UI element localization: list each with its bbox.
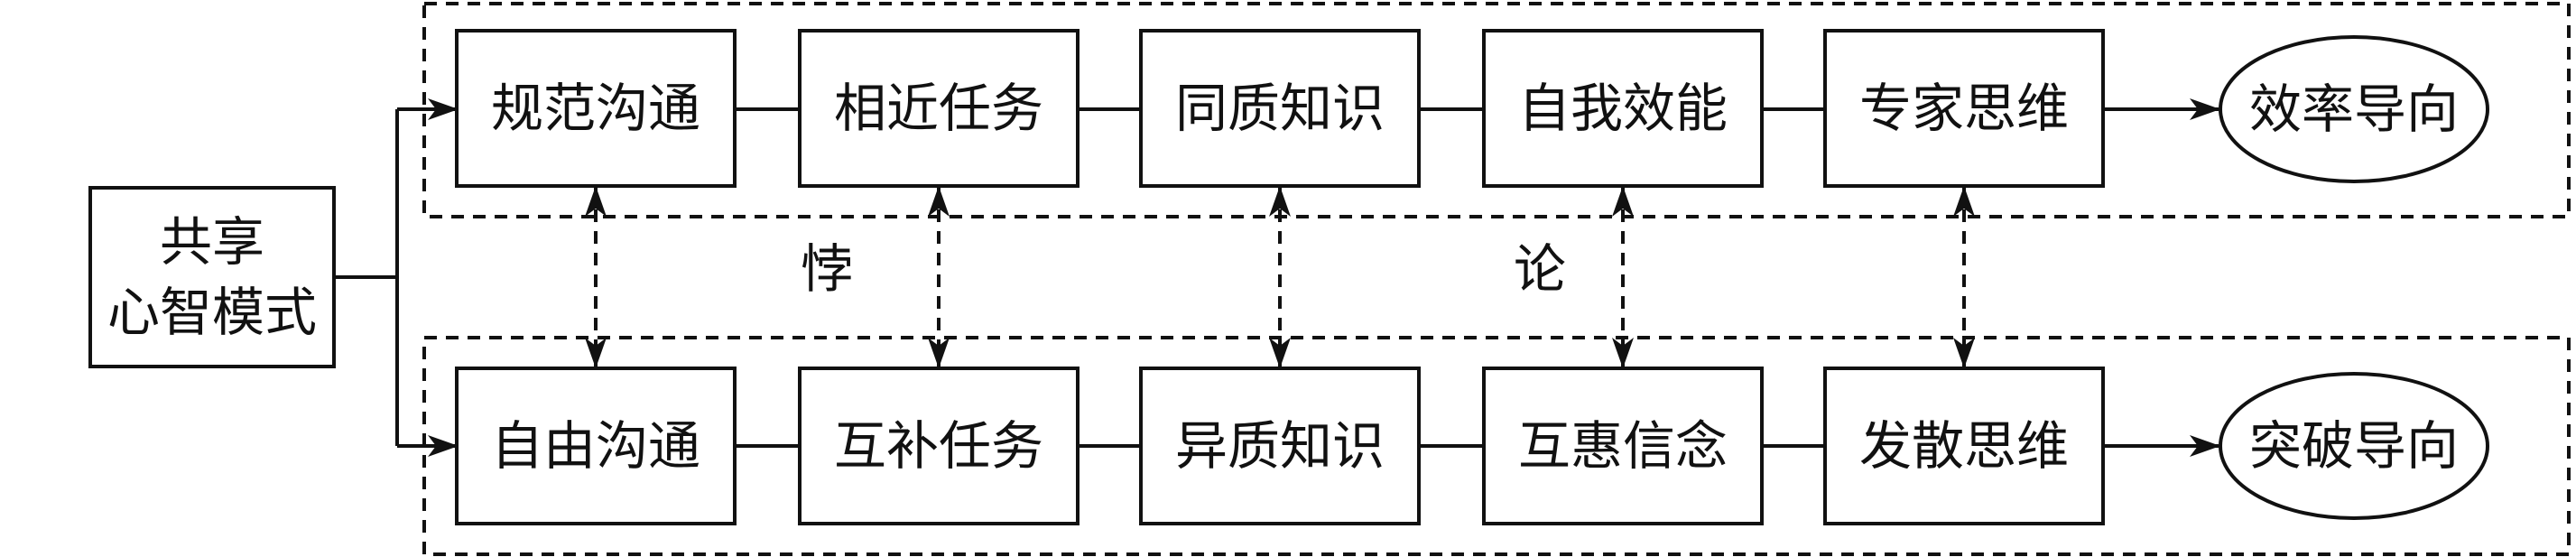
top-item-5-label: 专家思维: [1859, 78, 2069, 139]
bottom-item-2: 互补任务: [798, 367, 1080, 525]
top-item-5: 专家思维: [1823, 29, 2105, 188]
paradox-label-left: 悖: [801, 238, 853, 300]
top-item-2: 相近任务: [798, 29, 1080, 188]
top-item-2-label: 相近任务: [834, 78, 1043, 139]
top-item-1-label: 规范沟通: [491, 78, 700, 139]
bottom-item-4-label: 互惠信念: [1518, 415, 1728, 477]
top-item-3-label: 同质知识: [1175, 78, 1385, 139]
bottom-item-4: 互惠信念: [1482, 367, 1764, 525]
bottom-outcome: 突破导向: [2219, 372, 2489, 520]
top-item-4-label: 自我效能: [1518, 78, 1728, 139]
bottom-item-3: 异质知识: [1139, 367, 1421, 525]
bottom-outcome-label: 突破导向: [2249, 415, 2459, 477]
top-item-3: 同质知识: [1139, 29, 1421, 188]
top-outcome: 效率导向: [2219, 35, 2489, 183]
top-outcome-label: 效率导向: [2249, 79, 2459, 140]
shared-mental-model-box: 共享 心智模式: [88, 186, 336, 368]
bottom-item-5: 发散思维: [1823, 367, 2105, 525]
bottom-item-1-label: 自由沟通: [491, 415, 700, 477]
bottom-item-5-label: 发散思维: [1859, 415, 2069, 477]
source-line-1: 共享: [160, 211, 264, 273]
top-item-1: 规范沟通: [455, 29, 737, 188]
bottom-item-2-label: 互补任务: [834, 415, 1043, 477]
top-item-4: 自我效能: [1482, 29, 1764, 188]
bottom-item-1: 自由沟通: [455, 367, 737, 525]
top-group-frame: [422, 2, 2571, 218]
bottom-item-3-label: 异质知识: [1175, 415, 1385, 477]
source-line-2: 心智模式: [107, 282, 317, 343]
paradox-label-right: 论: [1514, 238, 1566, 300]
